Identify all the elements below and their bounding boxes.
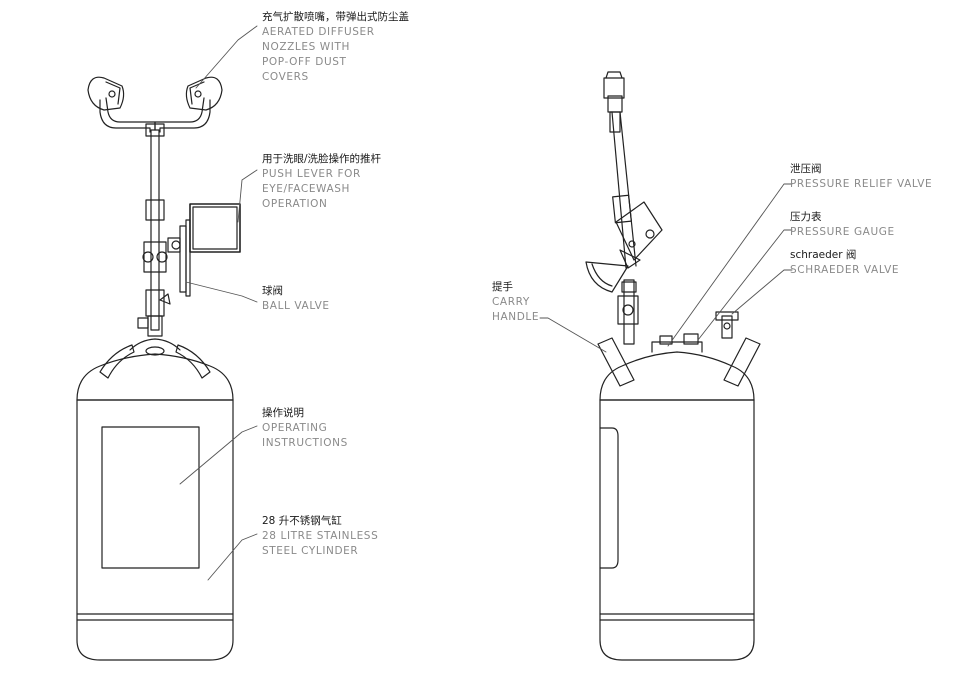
label-instructions: 操作说明 OPERATING INSTRUCTIONS	[262, 406, 348, 451]
label-handle-en-2: HANDLE	[492, 311, 540, 323]
left-cylinder-body	[77, 400, 233, 660]
left-push-lever-plate	[190, 204, 240, 252]
label-diffuser-en-4: COVERS	[262, 71, 309, 83]
label-gauge-zh: 压力表	[790, 211, 822, 223]
label-instructions-zh: 操作说明	[262, 407, 304, 419]
label-diffuser-en-3: POP-OFF DUST	[262, 56, 347, 68]
label-instructions-en-1: OPERATING	[262, 422, 328, 434]
right-cylinder-body	[600, 400, 754, 660]
right-side-plate	[600, 428, 618, 568]
label-cylinder-en-2: STEEL CYLINDER	[262, 545, 359, 557]
label-cylinder: 28 升不锈钢气缸 28 LITRE STAINLESS STEEL CYLIN…	[262, 514, 378, 559]
left-unit	[77, 77, 240, 660]
label-gauge: 压力表 PRESSURE GAUGE	[790, 210, 895, 240]
label-ball-valve-zh: 球阀	[262, 285, 283, 297]
label-schraeder-zh: schraeder 阀	[790, 249, 857, 261]
label-handle-en-1: CARRY	[492, 296, 530, 308]
label-push-lever-en-3: OPERATION	[262, 198, 328, 210]
left-cylinder-dome	[77, 354, 233, 400]
label-diffuser-en-1: AERATED DIFFUSER	[262, 26, 375, 38]
label-handle-zh: 提手	[492, 281, 513, 293]
right-carry-handle-left	[598, 338, 634, 386]
label-relief-valve-en-1: PRESSURE RELIEF VALVE	[790, 178, 933, 190]
left-instruction-plate	[102, 427, 199, 568]
label-handle: 提手 CARRY HANDLE	[492, 280, 539, 325]
label-diffuser: 充气扩散喷嘴，带弹出式防尘盖 AERATED DIFFUSER NOZZLES …	[262, 10, 409, 85]
label-diffuser-en-2: NOZZLES WITH	[262, 41, 350, 53]
right-cylinder-dome	[600, 352, 754, 400]
left-nozzle-right	[186, 77, 222, 110]
label-cylinder-zh: 28 升不锈钢气缸	[262, 515, 342, 527]
label-ball-valve: 球阀 BALL VALVE	[262, 284, 330, 314]
leader-lines	[180, 26, 792, 580]
label-push-lever-en-1: PUSH LEVER FOR	[262, 168, 361, 180]
label-schraeder: schraeder 阀 SCHRAEDER VALVE	[790, 248, 899, 278]
right-unit	[586, 72, 760, 660]
label-relief-valve: 泄压阀 PRESSURE RELIEF VALVE	[790, 162, 932, 192]
label-relief-valve-zh: 泄压阀	[790, 163, 822, 175]
label-push-lever: 用于洗眼/洗脸操作的推杆 PUSH LEVER FOR EYE/FACEWASH…	[262, 152, 381, 212]
label-gauge-en-1: PRESSURE GAUGE	[790, 226, 895, 238]
label-cylinder-en-1: 28 LITRE STAINLESS	[262, 530, 379, 542]
label-push-lever-en-2: EYE/FACEWASH	[262, 183, 351, 195]
label-push-lever-zh: 用于洗眼/洗脸操作的推杆	[262, 153, 382, 165]
label-instructions-en-2: INSTRUCTIONS	[262, 437, 348, 449]
label-ball-valve-en-1: BALL VALVE	[262, 300, 330, 312]
label-diffuser-zh: 充气扩散喷嘴，带弹出式防尘盖	[262, 11, 409, 23]
right-carry-handle-right	[724, 338, 760, 386]
right-push-lever-plate	[616, 202, 662, 260]
label-schraeder-en-1: SCHRAEDER VALVE	[790, 264, 900, 276]
left-nozzle-left	[88, 77, 124, 110]
